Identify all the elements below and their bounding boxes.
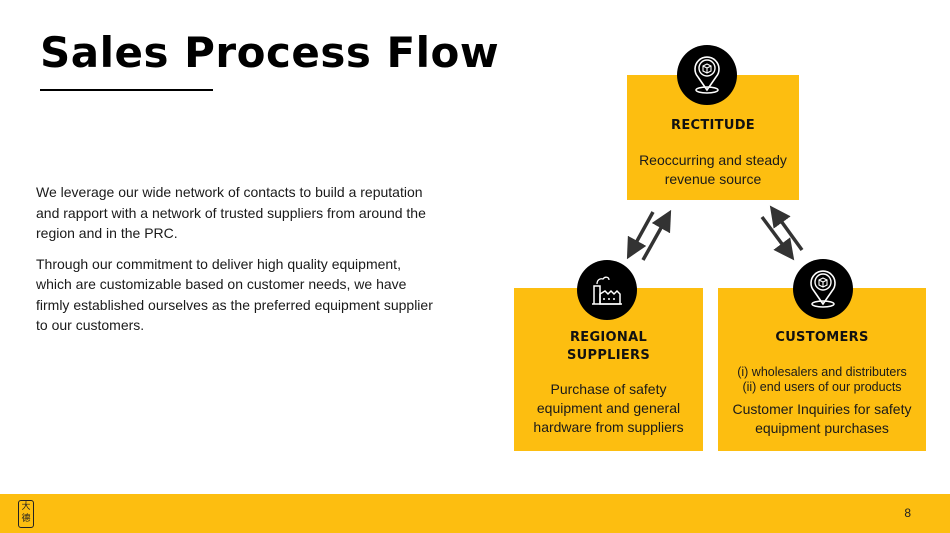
footer-bar: 大 德 8 bbox=[0, 494, 950, 533]
location-pin-box-icon bbox=[694, 56, 720, 94]
logo-glyph-top: 大 bbox=[21, 502, 31, 512]
rectitude-icon-badge bbox=[677, 45, 737, 105]
node-customers-title: CUSTOMERS bbox=[775, 330, 869, 345]
node-customers-body: Customer Inquiries for safety equipment … bbox=[732, 401, 912, 436]
customers-icon-badge bbox=[793, 259, 853, 319]
intro-paragraph-2: Through our commitment to deliver high q… bbox=[36, 255, 433, 334]
node-customers-sub-1: (i) wholesalers and distributers bbox=[737, 365, 907, 379]
logo-glyph-bottom: 德 bbox=[21, 514, 31, 524]
node-suppliers-title-line2: SUPPLIERS bbox=[566, 348, 651, 363]
title-underline bbox=[40, 89, 213, 91]
arrow-customers-to-rectitude bbox=[769, 205, 804, 252]
factory-icon bbox=[592, 276, 622, 305]
arrow-rectitude-to-suppliers bbox=[626, 211, 655, 260]
node-suppliers-body: Purchase of safety equipment and general… bbox=[533, 381, 684, 435]
node-rectitude-title: RECTITUDE bbox=[671, 118, 755, 133]
arrow-suppliers-to-rectitude bbox=[641, 209, 672, 261]
node-rectitude-body: Reoccurring and steady revenue source bbox=[639, 152, 787, 187]
node-customers-sub-2: (ii) end users of our products bbox=[742, 380, 902, 394]
intro-paragraph-1: We leverage our wide network of contacts… bbox=[36, 184, 426, 241]
location-pin-box-icon bbox=[810, 270, 836, 308]
arrow-rectitude-to-customers bbox=[760, 215, 795, 261]
node-regional-suppliers: REGIONAL SUPPLIERS Purchase of safety eq… bbox=[514, 288, 703, 451]
company-logo: 大 德 bbox=[18, 500, 34, 528]
page-number: 8 bbox=[904, 506, 911, 520]
node-suppliers-title-line1: REGIONAL bbox=[569, 330, 648, 345]
intro-text: We leverage our wide network of contacts… bbox=[36, 182, 436, 346]
page-title: Sales Process Flow bbox=[40, 28, 500, 77]
suppliers-icon-badge bbox=[577, 260, 637, 320]
